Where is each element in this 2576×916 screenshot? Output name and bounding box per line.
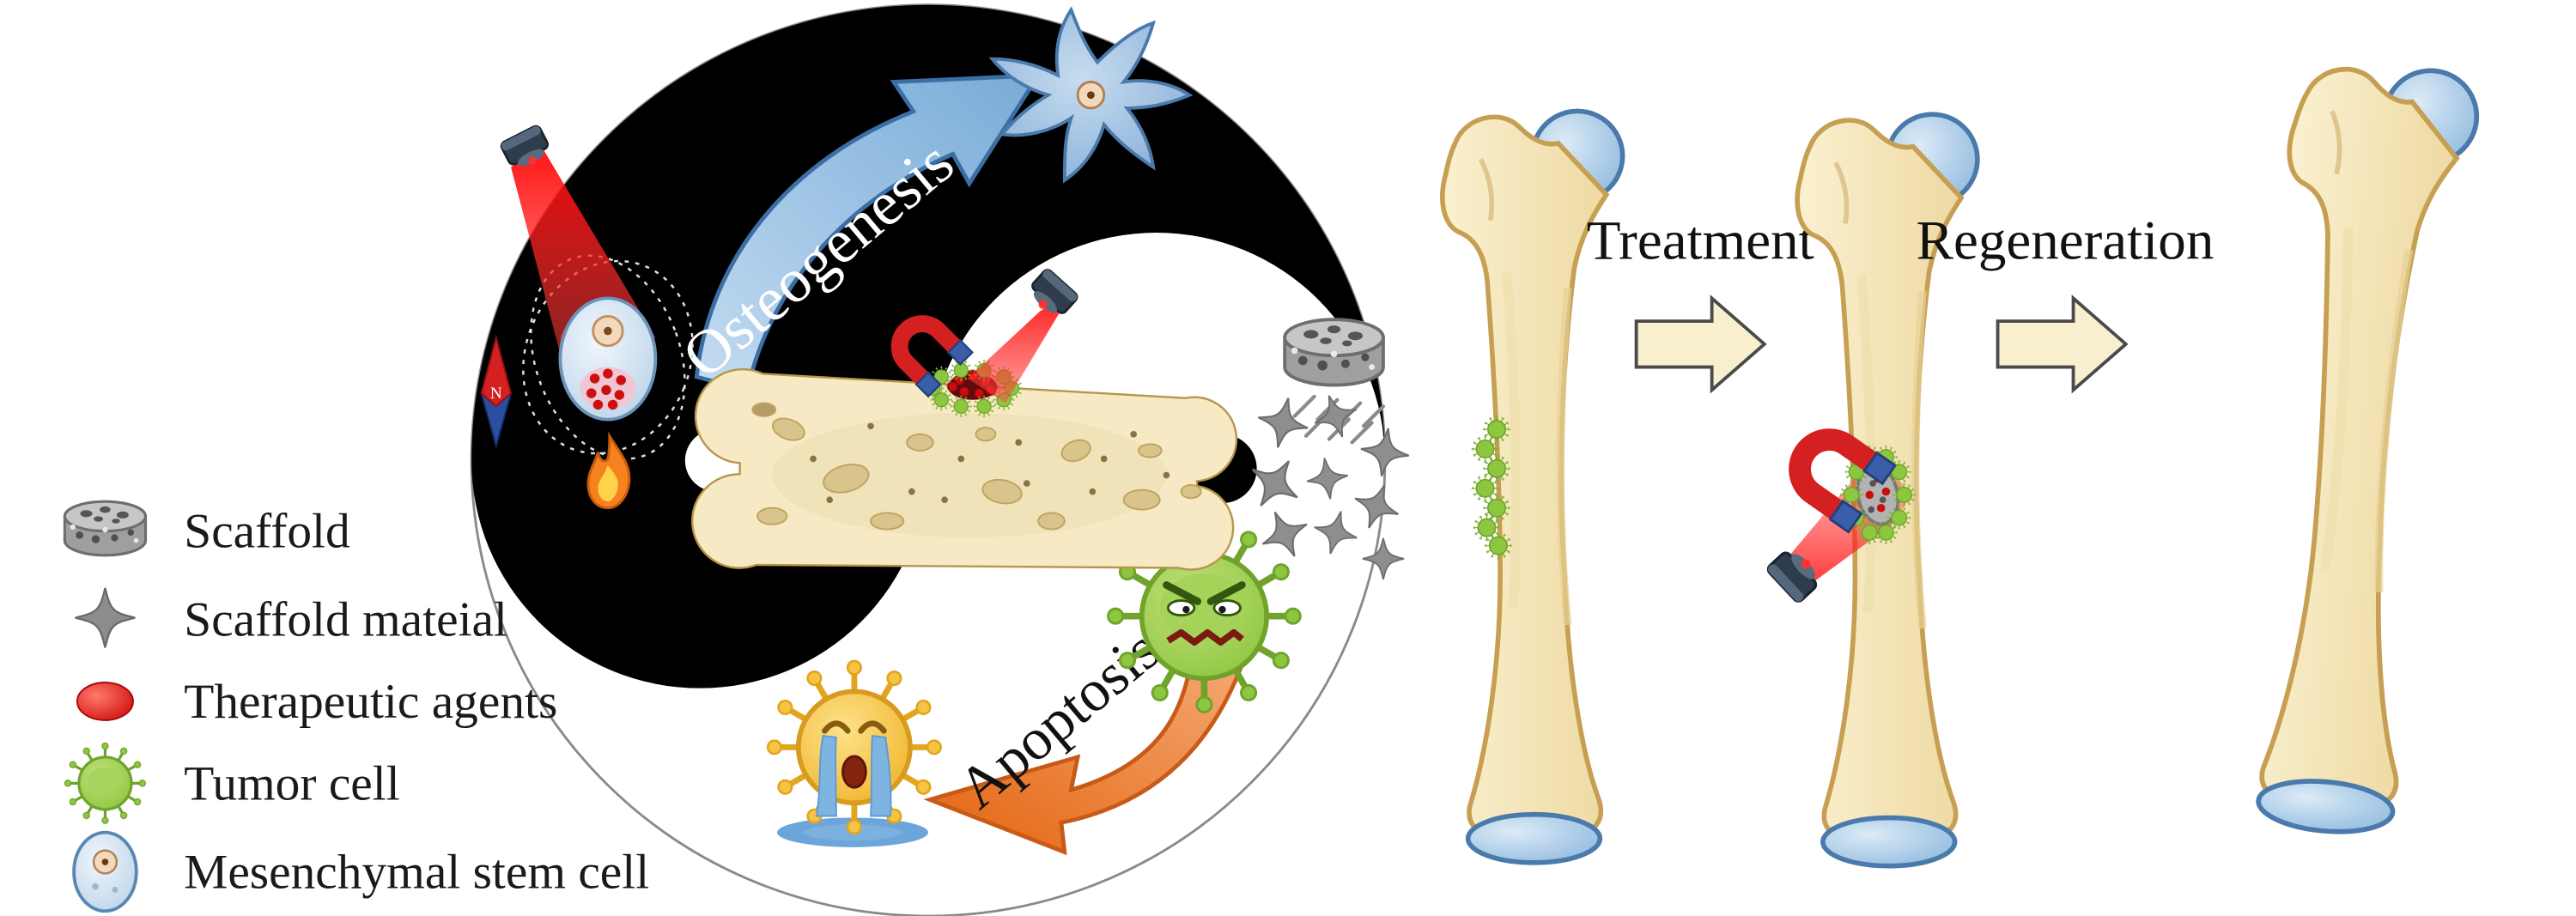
tumor-brow-right <box>1206 581 1246 605</box>
tumor-cell <box>1108 520 1300 712</box>
apoptotic-cell <box>768 661 940 847</box>
legend-item-therapeutic-agents: Therapeutic agents <box>76 675 557 729</box>
legend-label: Therapeutic agents <box>184 675 557 729</box>
crying-mouth <box>841 755 867 789</box>
orbit-ellipse <box>522 259 694 455</box>
agents-in-cell <box>586 368 626 410</box>
orbit-ellipse <box>530 254 686 460</box>
treatment-label: Treatment <box>1587 210 1814 272</box>
legend-item-mesenchymal-stem-cell: Mesenchymal stem cell <box>72 830 649 913</box>
regeneration-label: Regeneration <box>1917 210 2215 272</box>
tear-stream-right <box>870 734 892 817</box>
scaffold-icon <box>63 500 148 557</box>
treatment-flow: Treatment Regeneration <box>1443 59 2481 866</box>
legend-item-scaffold-material: Scaffold mateial <box>74 586 507 649</box>
legend-label: Scaffold <box>184 505 349 559</box>
bone-speckles <box>751 402 1202 531</box>
bone-graft <box>691 367 1238 571</box>
legend-label: Tumor cell <box>184 757 399 811</box>
crying-eye-left <box>822 720 851 734</box>
flame-icon <box>586 431 631 510</box>
tumor-cell-icon <box>64 743 145 823</box>
apoptosis-arrow <box>923 643 1249 856</box>
mesenchymal-stem-cell-icon <box>72 830 138 913</box>
osteocyte-cell <box>988 6 1194 184</box>
regeneration-arrow <box>1996 294 2129 394</box>
legend-item-tumor-cell: Tumor cell <box>64 743 400 823</box>
crying-eye-right <box>858 720 887 734</box>
therapeutic-agent-icon <box>76 682 134 721</box>
stem-cell-stimulation: N <box>480 123 694 510</box>
tumor-eye-left <box>1166 599 1196 617</box>
scaffold-cylinder <box>1283 318 1385 387</box>
treatment-arrow <box>1634 294 1767 394</box>
legend-label: Scaffold mateial <box>184 593 507 647</box>
tumor-brow-left <box>1163 581 1202 605</box>
legend: Scaffold Scaffold mateial Therapeutic ag… <box>63 500 649 913</box>
tear-stream-left <box>815 734 837 817</box>
tumor-eye-right <box>1212 599 1242 617</box>
osteogenesis-arrow <box>694 73 1042 393</box>
mid-laser <box>967 266 1080 403</box>
legend-label: Mesenchymal stem cell <box>184 846 649 900</box>
femur-treatment <box>1765 114 1978 865</box>
compass-north-label: N <box>490 385 502 403</box>
compass-icon: N <box>480 334 513 449</box>
scaffold-area <box>1237 318 1413 580</box>
laser-beam <box>967 293 1072 403</box>
legend-item-scaffold: Scaffold <box>63 500 350 559</box>
tumor-mouth <box>1166 628 1244 646</box>
